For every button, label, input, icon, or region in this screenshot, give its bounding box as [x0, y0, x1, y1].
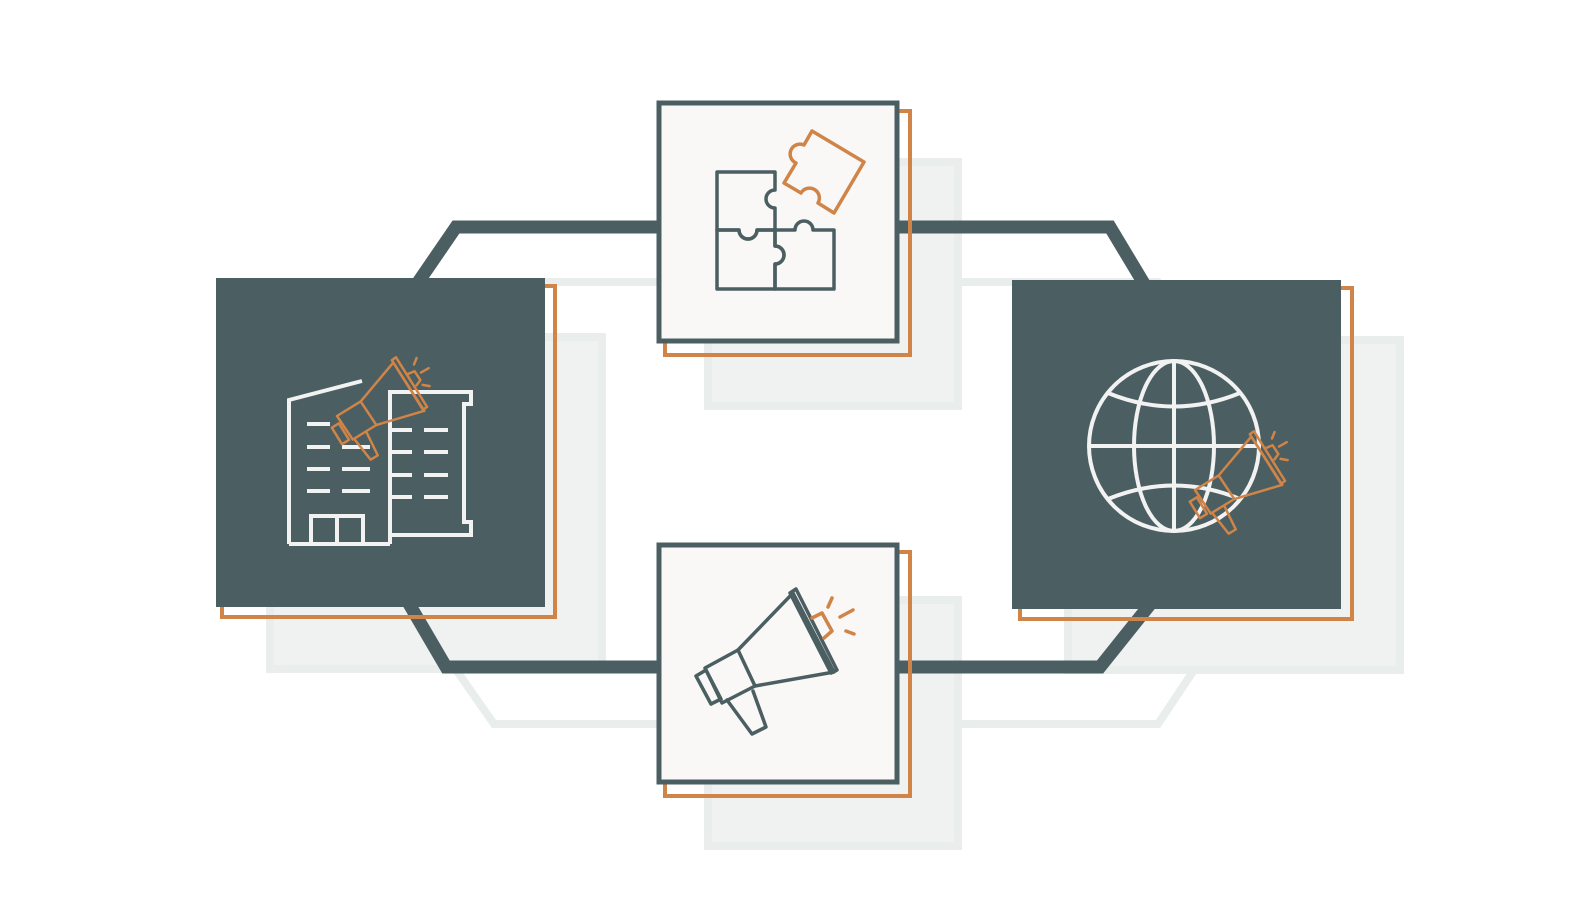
- node-top-card: [656, 100, 900, 344]
- node-bottom: [656, 542, 912, 798]
- node-right: [1012, 280, 1354, 621]
- puzzle-pieces-icon: [715, 129, 866, 291]
- globe-icon: [1087, 359, 1261, 533]
- megaphone-icon-bottom: [694, 587, 856, 736]
- node-top: [656, 100, 912, 357]
- node-left: [216, 278, 557, 619]
- node-left-card: [216, 278, 545, 607]
- node-bottom-card: [656, 542, 900, 785]
